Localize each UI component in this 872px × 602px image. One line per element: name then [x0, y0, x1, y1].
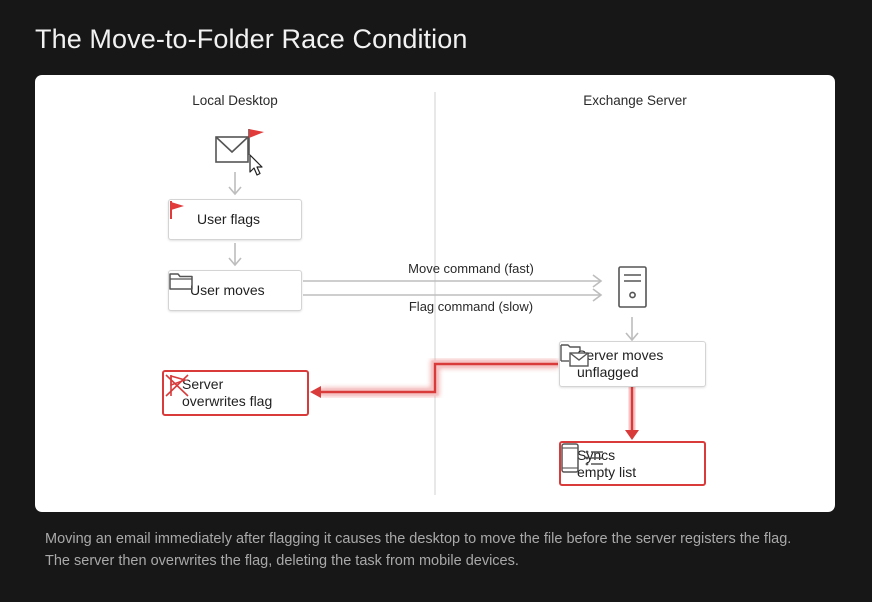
column-label-local-desktop: Local Desktop: [192, 93, 278, 108]
arrow-flags-to-moves: [228, 243, 242, 267]
arrow-server-to-moves: [625, 317, 639, 342]
diagram-card: Local Desktop Exchange Server User flags…: [35, 75, 835, 512]
page-title: The Move-to-Folder Race Condition: [35, 24, 468, 54]
overwrites-line2: overwrites flag: [182, 393, 273, 409]
diagram-connectors: [215, 92, 647, 495]
syncs-line2: empty list: [577, 463, 637, 480]
server-overwrites-flag-label: Server overwrites flag: [182, 376, 272, 410]
envelope-flag-cursor-icon: [215, 129, 264, 176]
server-tower-icon: [618, 266, 647, 308]
caption-line2: The server then overwrites the flag, del…: [45, 553, 519, 569]
move-command-arrow: [303, 274, 603, 288]
overwrites-line1: Server: [182, 376, 224, 392]
overwrite-path-arrow: [310, 359, 558, 398]
caption: Moving an email immediately after flaggi…: [45, 528, 835, 572]
arrow-email-to-flags: [228, 172, 242, 196]
move-command-label: Move command (fast): [408, 261, 534, 276]
flag-command-arrow: [303, 288, 603, 302]
column-label-exchange-server: Exchange Server: [583, 93, 687, 108]
server-moves-unflagged-label: Server moves unflagged: [577, 347, 663, 381]
syncs-empty-list-node: Syncs empty list: [559, 441, 706, 486]
user-moves-label: User moves: [190, 282, 265, 298]
user-moves-node: User moves: [168, 270, 302, 311]
server-moves-unflagged-node: Server moves unflagged: [559, 341, 706, 387]
user-flags-label: User flags: [197, 211, 261, 227]
sync-path-arrow: [625, 387, 639, 440]
server-moves-line1: Server moves: [577, 347, 664, 363]
caption-line1: Moving an email immediately after flaggi…: [45, 531, 792, 547]
server-moves-line2: unflagged: [577, 364, 639, 380]
server-overwrites-flag-node: Server overwrites flag: [162, 370, 309, 416]
user-flags-node: User flags: [168, 199, 302, 240]
flag-command-label: Flag command (slow): [408, 299, 534, 314]
